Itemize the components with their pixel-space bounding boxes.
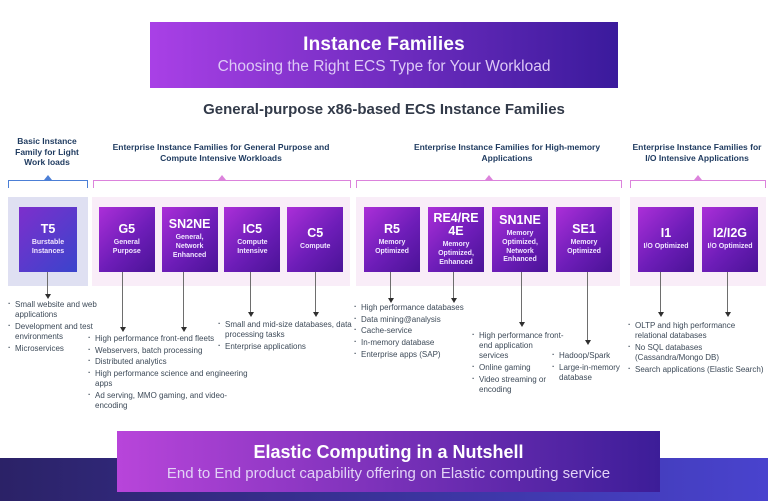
instance-name: G5 [118, 221, 136, 236]
group-label-general-compute: Enterprise Instance Families for General… [112, 142, 330, 163]
arrow-down-icon [44, 272, 51, 299]
arrow-down-icon [450, 272, 457, 303]
triangle-up-icon [485, 175, 493, 180]
instance-box-r5: R5 Memory Optimized [364, 207, 420, 272]
notes-t5: Small website and web applications Devel… [8, 299, 100, 356]
triangle-up-icon [218, 175, 226, 180]
top-banner-title: Instance Families [303, 34, 465, 55]
instance-box-t5: T5 Burstable Instances [19, 207, 77, 272]
instance-box-g5: G5 General Purpose [98, 207, 155, 272]
panel-high-memory: R5 Memory Optimized RE4/RE4E Memory Opti… [356, 197, 620, 286]
panel-general-compute: G5 General Purpose SN2NE General, Networ… [92, 197, 350, 286]
instance-name: T5 [40, 221, 56, 236]
panel-basic: T5 Burstable Instances [8, 197, 88, 286]
instance-box-se1: SE1 Memory Optimized [556, 207, 612, 272]
instance-name: SE1 [572, 221, 596, 236]
bottom-banner: Elastic Computing in a Nutshell End to E… [117, 431, 660, 492]
arrow-down-icon [387, 272, 394, 303]
arrow-down-icon [657, 272, 664, 317]
list-item: Online gaming [472, 362, 564, 373]
bracket-basic [8, 175, 88, 188]
panel-io: I1 I/O Optimized I2/I2G I/O Optimized [630, 197, 766, 286]
instance-name: R5 [384, 221, 400, 236]
triangle-up-icon [44, 175, 52, 180]
list-item: Enterprise applications [218, 341, 366, 352]
instance-desc: General Purpose [112, 238, 141, 255]
arrow-down-icon [247, 272, 254, 317]
list-item: Enterprise apps (SAP) [354, 349, 479, 360]
instance-desc: General, Network Enhanced [172, 234, 207, 259]
instance-name: IC5 [242, 221, 263, 236]
instance-desc: Memory Optimized, Network Enhanced [502, 230, 538, 264]
group-label-basic: Basic Instance Family for Light Work loa… [15, 136, 79, 168]
group-label-io: Enterprise Instance Families for I/O Int… [632, 142, 762, 163]
notes-compute: Small and mid-size databases, data proce… [218, 319, 366, 354]
list-item: Search applications (Elastic Search) [628, 364, 768, 375]
instance-name: C5 [307, 226, 324, 241]
instance-box-sn2ne: SN2NE General, Network Enhanced [161, 207, 218, 272]
bracket-high-memory [356, 175, 622, 188]
instance-box-re4-re4e: RE4/RE4E Memory Optimized, Enhanced [428, 207, 484, 272]
instance-box-sn1ne: SN1NE Memory Optimized, Network Enhanced [492, 207, 548, 272]
instance-box-c5: C5 Compute [287, 207, 344, 272]
notes-memory: High performance databases Data mining@a… [354, 302, 479, 362]
list-item: Development and test environments [8, 321, 100, 342]
bracket-io [630, 175, 766, 188]
top-banner-subtitle: Choosing the Right ECS Type for Your Wor… [217, 58, 551, 75]
notes-general-purpose: High performance front-end fleets Webser… [88, 333, 248, 413]
list-item: Large-in-memory database [552, 362, 630, 383]
instance-box-i1: I1 I/O Optimized [638, 207, 694, 272]
list-item: OLTP and high performance relational dat… [628, 320, 768, 341]
instance-desc: Burstable Instances [31, 238, 65, 255]
instance-name: SN2NE [168, 217, 211, 232]
list-item: High performance science and engineering… [88, 368, 248, 389]
top-banner: Instance Families Choosing the Right ECS… [150, 22, 618, 88]
notes-se1: Hadoop/Spark Large-in-memory database [552, 350, 630, 385]
instance-name: SN1NE [499, 212, 541, 227]
list-item: Distributed analytics [88, 356, 248, 367]
instance-desc: Compute [300, 243, 331, 251]
list-item: Cache-service [354, 325, 479, 336]
list-item: Small and mid-size databases, data proce… [218, 319, 366, 340]
instance-name: I1 [660, 226, 672, 241]
bracket-general-compute [93, 175, 351, 188]
bottom-banner-subtitle: End to End product capability offering o… [166, 464, 611, 482]
arrow-down-icon [180, 272, 187, 332]
list-item: High performance databases [354, 302, 479, 313]
arrow-down-icon [518, 272, 525, 327]
arrow-down-icon [584, 272, 591, 345]
instance-desc: Memory Optimized [375, 238, 409, 255]
group-label-high-memory: Enterprise Instance Families for High-me… [413, 142, 601, 163]
list-item: Data mining@analysis [354, 314, 479, 325]
list-item: Small website and web applications [8, 299, 100, 320]
list-item: High performance front-end fleets [88, 333, 248, 344]
arrow-down-icon [724, 272, 731, 317]
list-item: Webservers, batch processing [88, 345, 248, 356]
notes-memory-network: High performance front-end application s… [472, 330, 564, 397]
section-heading: General-purpose x86-based ECS Instance F… [203, 101, 565, 118]
list-item: High performance front-end application s… [472, 330, 564, 362]
instance-name: I2/I2G [712, 226, 748, 241]
instance-box-i2-i2g: I2/I2G I/O Optimized [702, 207, 758, 272]
instance-desc: Memory Optimized [567, 238, 601, 255]
bottom-banner-title: Elastic Computing in a Nutshell [253, 441, 524, 462]
list-item: Video streaming or encoding [472, 374, 564, 395]
instance-name: RE4/RE4E [433, 210, 479, 238]
instance-desc: Memory Optimized, Enhanced [438, 241, 474, 266]
instance-box-ic5: IC5 Compute Intensive [224, 207, 281, 272]
list-item: Hadoop/Spark [552, 350, 630, 361]
list-item: Ad serving, MMO gaming, and video-encodi… [88, 390, 248, 411]
list-item: No SQL databases (Cassandra/Mongo DB) [628, 342, 768, 363]
arrow-down-icon [119, 272, 126, 332]
arrow-down-icon [312, 272, 319, 317]
notes-io: OLTP and high performance relational dat… [628, 320, 768, 377]
instance-desc: Compute Intensive [237, 238, 268, 255]
instance-desc: I/O Optimized [643, 243, 689, 251]
list-item: Microservices [8, 343, 100, 354]
list-item: In-memory database [354, 337, 479, 348]
triangle-up-icon [694, 175, 702, 180]
instance-desc: I/O Optimized [707, 243, 753, 251]
